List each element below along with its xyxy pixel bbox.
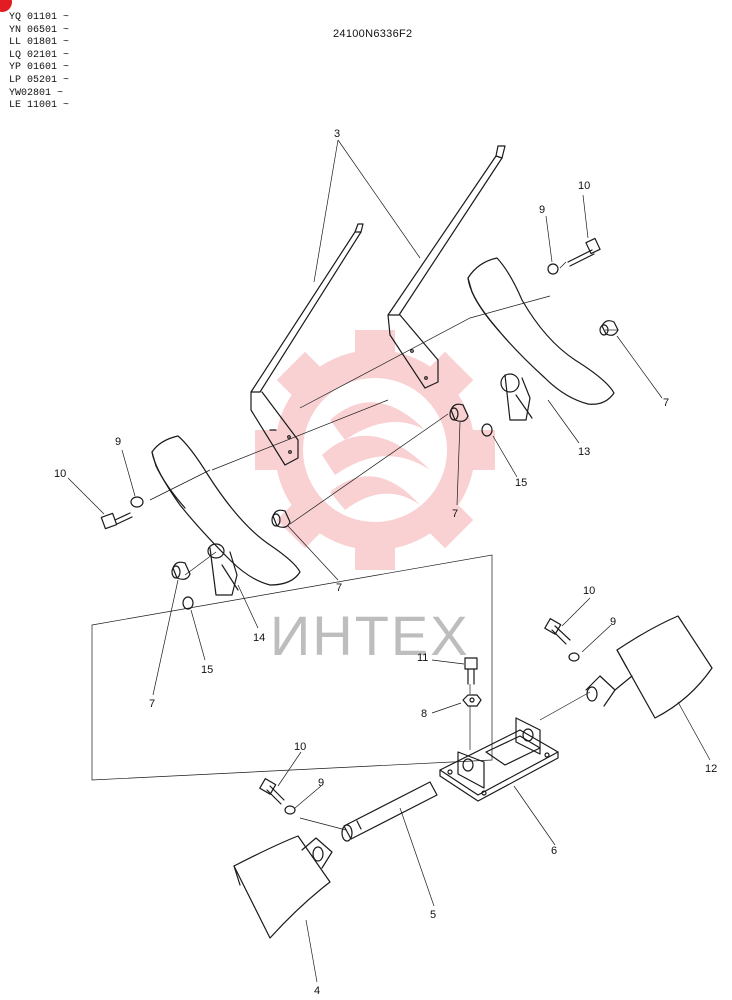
pedal-rod-right	[387, 145, 506, 389]
assembly-line	[299, 295, 551, 409]
leader-line	[513, 785, 556, 846]
leader-line	[67, 477, 105, 515]
serial-item: YP 01601 ~	[9, 62, 70, 74]
leader-line	[305, 919, 318, 983]
part-label: 14	[253, 632, 265, 644]
leader-line	[547, 399, 580, 444]
serial-item: LQ 02101 ~	[9, 49, 70, 61]
leader-line	[616, 335, 663, 399]
part-label: 7	[149, 698, 155, 710]
bolt-10-mid	[544, 618, 571, 645]
leader-line	[677, 701, 711, 761]
bushing-7-left	[171, 561, 191, 580]
washer-9-left	[130, 496, 144, 508]
part-label: 3	[334, 128, 340, 140]
bolt-10-top	[567, 237, 601, 267]
serial-number-list: YQ 01101 ~ YN 06501 ~ LL 01801 ~ LQ 0210…	[9, 12, 69, 113]
part-label: 7	[663, 397, 669, 409]
serial-item: YQ 01101 ~	[9, 12, 70, 23]
leader-line	[431, 702, 462, 714]
leader-line	[399, 807, 435, 907]
collar-15-left	[182, 596, 194, 610]
part-labels: 3 10 9 7 13 15 7 9 10 7 14 15 7 11 8 10 …	[54, 128, 717, 997]
foot-pad-4	[233, 835, 333, 939]
part-label: 9	[115, 436, 121, 448]
bracket-plate-6	[439, 717, 559, 802]
serial-item: LP 05201 ~	[9, 74, 70, 86]
part-label: 4	[314, 985, 320, 997]
assembly-line	[184, 551, 217, 576]
assembly-line	[289, 413, 449, 525]
part-label: 10	[583, 585, 595, 597]
part-label: 7	[336, 582, 342, 594]
part-label: 12	[705, 763, 717, 775]
assembly-line	[539, 691, 591, 721]
drawing-code: 24100N6336F2	[333, 28, 413, 40]
leader-line	[431, 659, 465, 665]
shaft-5	[341, 781, 438, 842]
nut-8	[462, 694, 482, 707]
part-label: 9	[610, 616, 616, 628]
bushing-7-center	[449, 403, 469, 422]
bolt-10-bottom	[259, 778, 285, 805]
leader-line	[294, 785, 322, 809]
part-label: 8	[421, 708, 427, 720]
leader-line	[581, 624, 612, 653]
leader-line	[152, 579, 179, 696]
serial-item: YN 06501 ~	[9, 24, 70, 36]
part-label: 15	[201, 664, 213, 676]
washer-9-bottom	[284, 805, 296, 815]
part-label: 10	[578, 180, 590, 192]
part-label: 13	[578, 446, 590, 458]
part-label: 7	[452, 508, 458, 520]
pedal-rod-left	[250, 223, 364, 466]
pedal-right	[467, 257, 615, 421]
assembly-line	[559, 261, 567, 269]
leader-line	[492, 435, 518, 478]
part-label: 5	[430, 909, 436, 921]
serial-item: LL 01801 ~	[9, 37, 70, 49]
serial-item: LE 11001 ~	[9, 100, 70, 112]
pedal-left	[151, 435, 301, 596]
leader-line	[277, 751, 302, 787]
washer-9-mid	[568, 652, 580, 662]
part-label: 9	[539, 204, 545, 216]
washer-9-top	[547, 263, 559, 275]
bolt-10-left	[100, 512, 133, 530]
foot-pad-12	[585, 615, 713, 719]
part-label: 10	[54, 468, 66, 480]
leader-line	[313, 139, 421, 283]
assembly-line	[299, 817, 347, 831]
collar-15-right	[481, 423, 493, 437]
leader-line	[582, 194, 589, 239]
part-label: 15	[515, 477, 527, 489]
leader-line	[545, 215, 553, 263]
part-label: 11	[417, 652, 428, 664]
leader-line	[287, 525, 339, 581]
assembly-line	[149, 469, 211, 501]
part-label: 9	[318, 777, 324, 789]
bushing-7-right	[599, 320, 619, 336]
leader-line	[237, 584, 259, 629]
assembly-frame	[91, 554, 493, 781]
bushing-7-lower	[271, 509, 291, 528]
assembly-line	[211, 399, 389, 471]
watermark-text: ИНТЕХ	[270, 604, 470, 667]
bolt-11	[464, 657, 478, 685]
leader-line	[190, 609, 206, 661]
part-label: 10	[294, 741, 306, 753]
leader-line	[456, 421, 461, 506]
leader-line	[561, 597, 591, 627]
leader-line	[121, 449, 136, 497]
part-label: 6	[551, 845, 557, 857]
corner-marker	[0, 0, 12, 12]
serial-item: YW02801 ~	[9, 87, 64, 99]
